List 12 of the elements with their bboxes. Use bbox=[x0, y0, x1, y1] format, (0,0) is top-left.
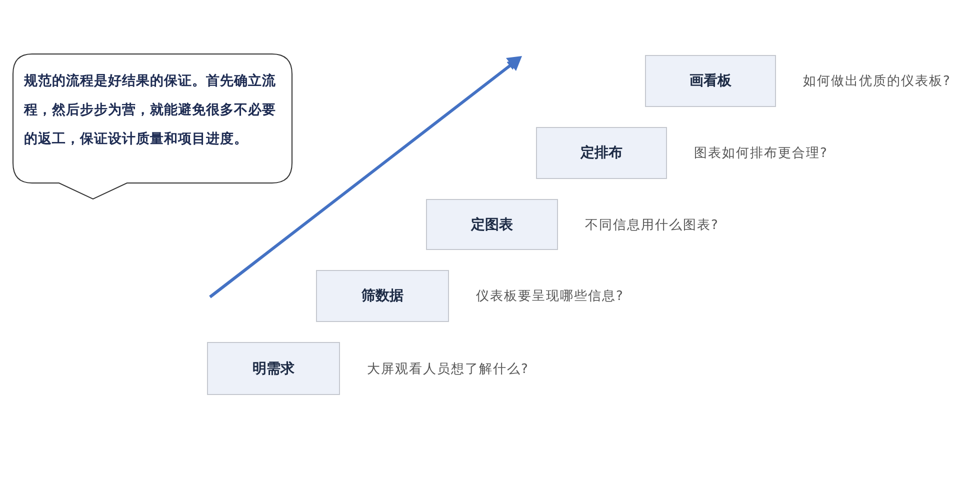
question-text: 大屏观看人员想了解什么? bbox=[367, 360, 529, 378]
step-label: 筛数据 bbox=[362, 287, 404, 305]
step-label: 画看板 bbox=[690, 72, 732, 90]
question-text: 图表如何排布更合理? bbox=[694, 145, 828, 162]
question-text: 如何做出优质的仪表板? bbox=[803, 73, 951, 90]
speech-bubble bbox=[12, 53, 293, 201]
question-text: 仪表板要呈现哪些信息? bbox=[476, 288, 624, 305]
step-label: 定图表 bbox=[471, 216, 513, 234]
question-text: 不同信息用什么图表? bbox=[585, 216, 719, 234]
step-label: 定排布 bbox=[580, 144, 622, 162]
step-label: 明需求 bbox=[252, 360, 294, 378]
note-text: 规范的流程是好结果的保证。首先确立流程，然后步步为营，就能避免很多不必要的返工，保证设计质量和项目进度。 bbox=[24, 72, 277, 149]
